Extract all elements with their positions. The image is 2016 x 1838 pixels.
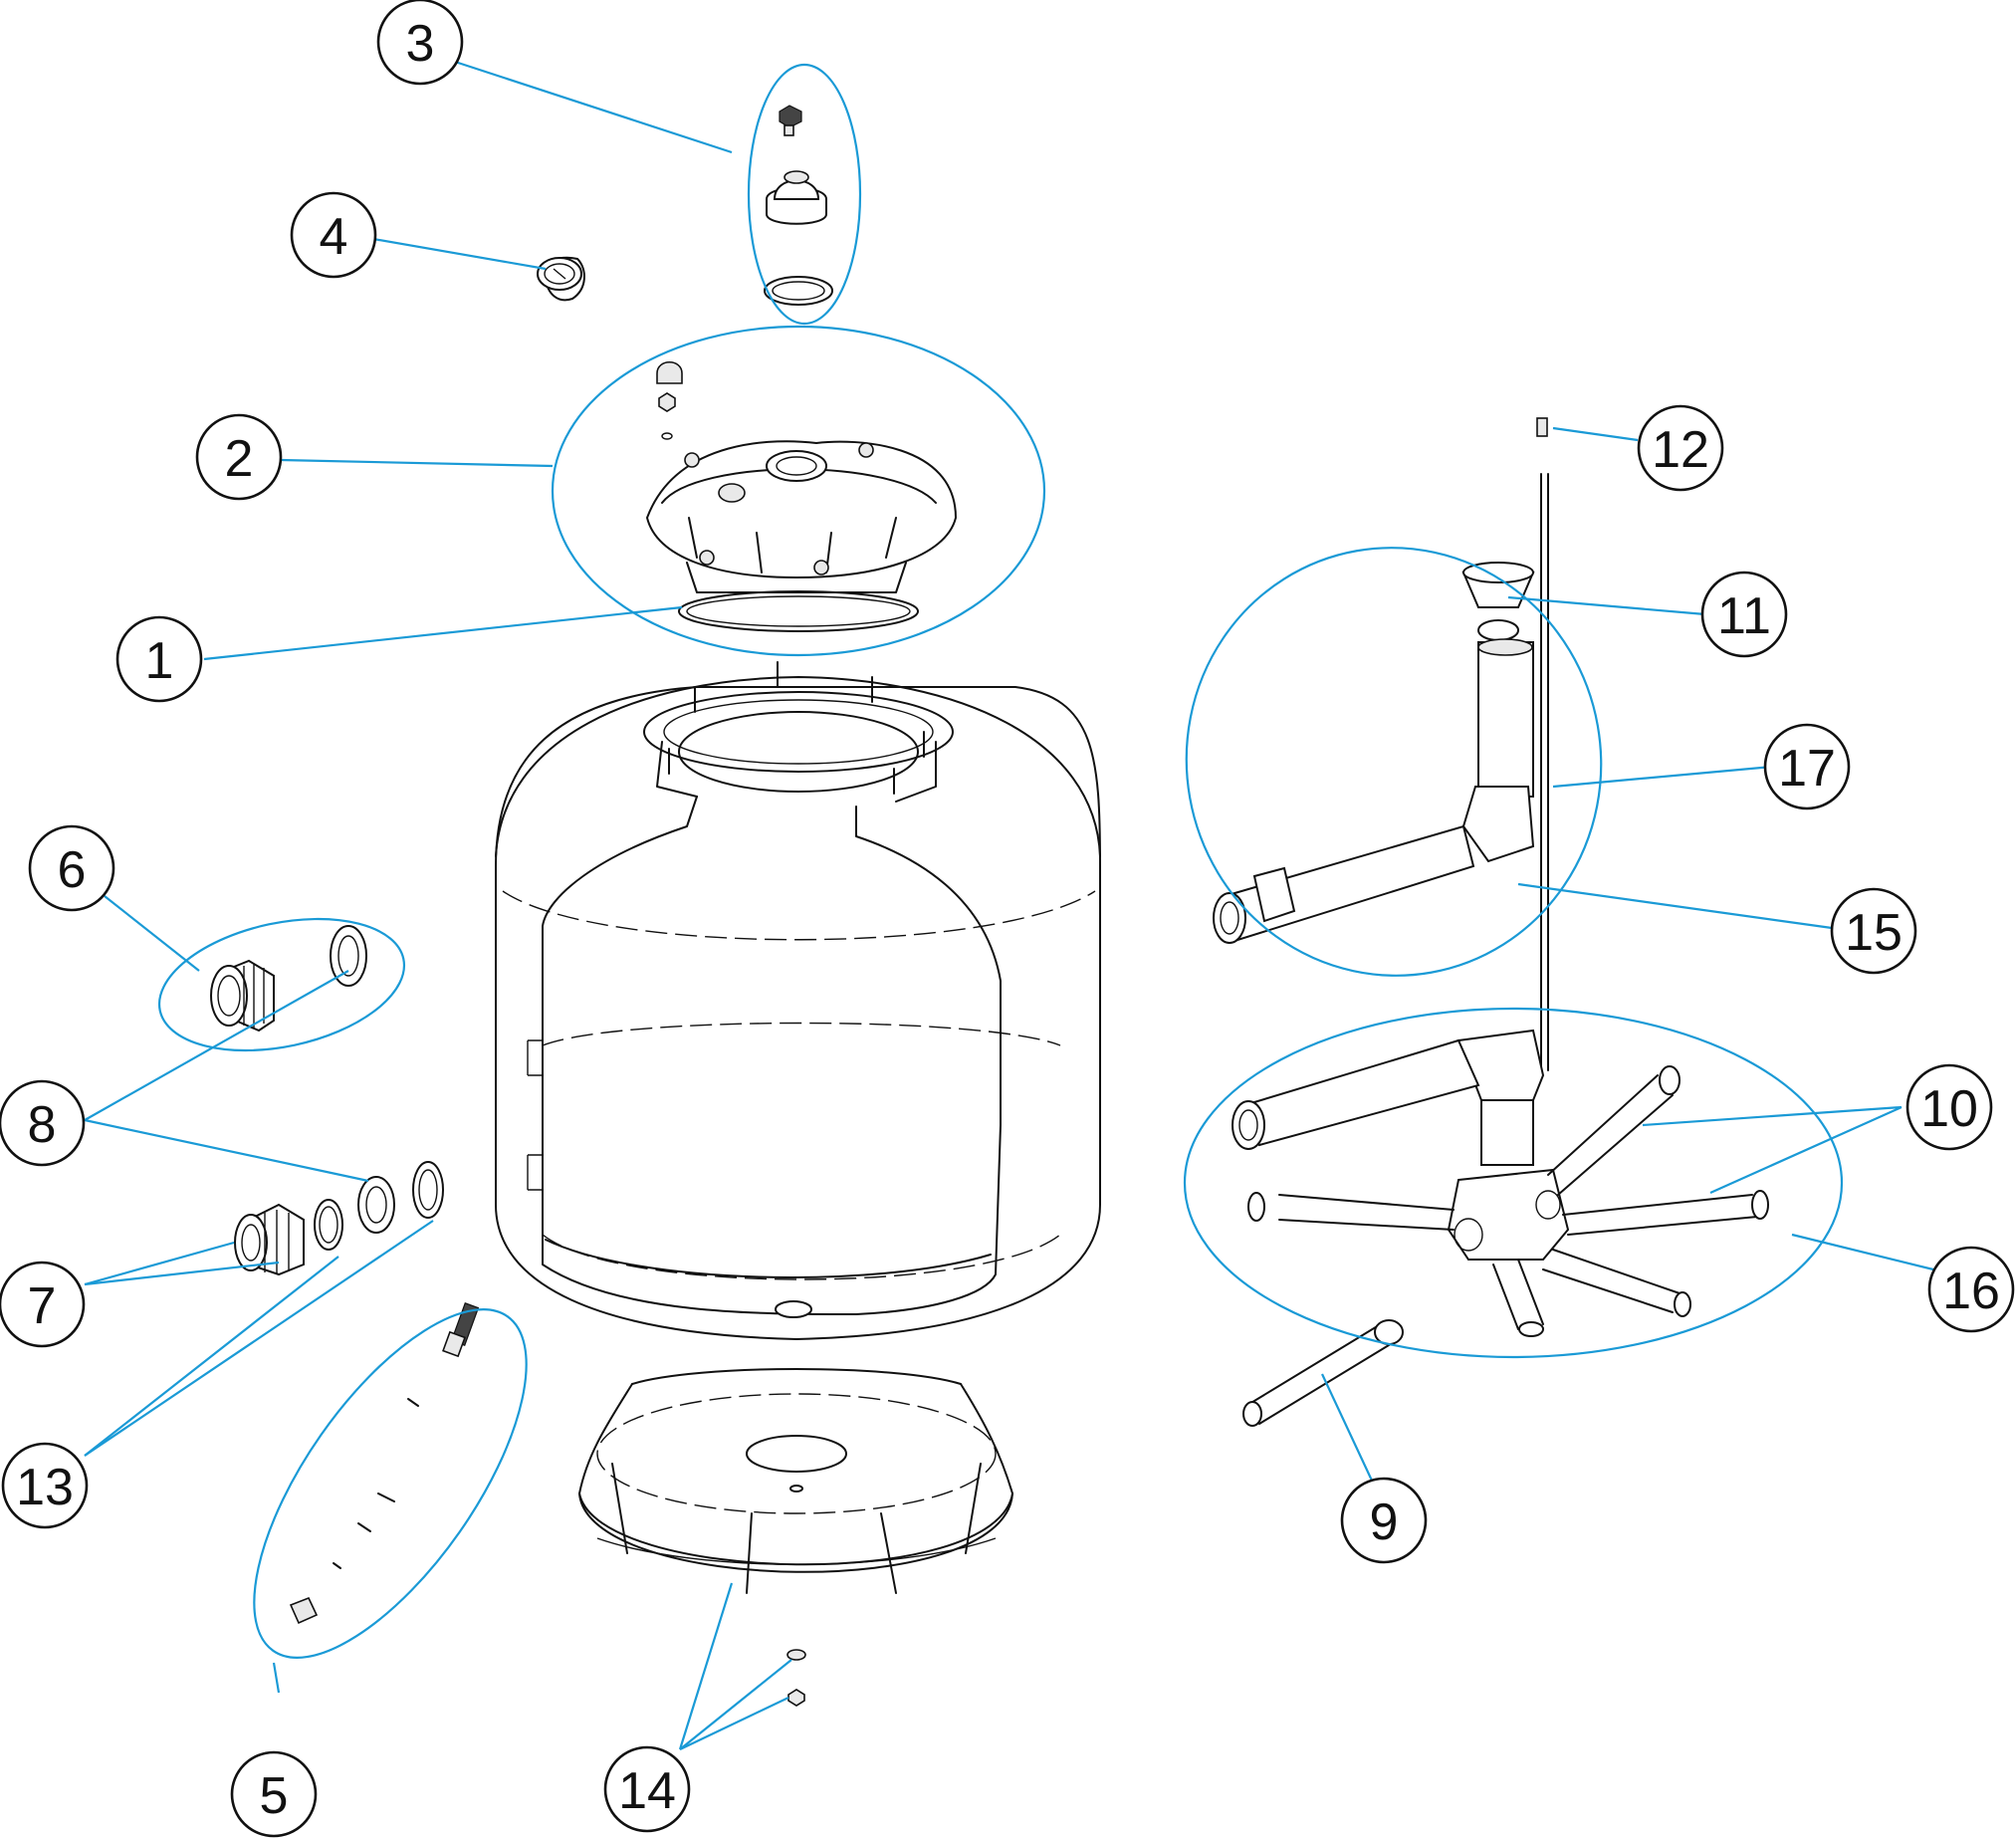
callout-label: 17: [1778, 740, 1836, 798]
callout-label: 10: [1920, 1080, 1978, 1138]
lateral-assembly: [1232, 1029, 1769, 1427]
callout-10: 10: [1905, 1063, 1993, 1151]
pressure-gauge: [537, 256, 585, 302]
callout-8: 8: [0, 1079, 86, 1167]
group-ellipses: [157, 63, 1844, 1659]
callout-label: 16: [1942, 1263, 2000, 1320]
callout-label: 3: [406, 15, 435, 73]
group-ellipse-15: [1185, 547, 1603, 977]
group-ellipse-6: [157, 917, 406, 1052]
callout-label: 12: [1652, 421, 1709, 479]
callout-15: 15: [1830, 887, 1917, 975]
fitting-upper: [210, 925, 367, 1033]
callout-label: 5: [260, 1767, 289, 1825]
filter-base: [578, 1368, 1013, 1707]
fitting-lower: [234, 1161, 444, 1276]
callout-4: 4: [290, 191, 377, 279]
callout-14: 14: [603, 1745, 691, 1833]
callout-label: 9: [1370, 1493, 1399, 1551]
callout-label: 11: [1717, 587, 1771, 645]
callout-9: 9: [1340, 1477, 1428, 1564]
callout-label: 15: [1845, 904, 1903, 962]
callout-11: 11: [1700, 571, 1788, 658]
group-ellipse-5: [253, 1308, 528, 1659]
filter-lid: [645, 360, 958, 632]
callout-label: 8: [28, 1096, 57, 1154]
callout-label: 7: [28, 1277, 57, 1335]
collector-assembly: [1213, 417, 1549, 1071]
callout-17: 17: [1763, 723, 1851, 810]
callout-6: 6: [28, 824, 115, 912]
callout-label: 1: [145, 632, 174, 690]
group-ellipse-16: [1183, 1007, 1844, 1359]
callout-label: 14: [618, 1762, 676, 1820]
callout-label: 2: [225, 430, 254, 488]
drain-parts: [289, 1302, 480, 1625]
filter-tank: [495, 661, 1101, 1340]
callout-13: 13: [1, 1442, 89, 1529]
callout-16: 16: [1927, 1246, 2015, 1333]
callout-label: 6: [58, 841, 87, 899]
callout-3: 3: [376, 0, 464, 86]
callout-5: 5: [230, 1750, 318, 1838]
callout-7: 7: [0, 1261, 86, 1348]
valve-parts: [764, 105, 833, 306]
callout-12: 12: [1637, 404, 1724, 492]
callout-2: 2: [195, 413, 283, 501]
callout-label: 4: [320, 208, 348, 266]
callout-label: 13: [16, 1459, 74, 1516]
group-ellipse-2: [551, 325, 1046, 657]
callout-1: 1: [115, 615, 203, 703]
leader-lines: [84, 60, 1934, 1750]
group-ellipse-3: [747, 63, 862, 326]
